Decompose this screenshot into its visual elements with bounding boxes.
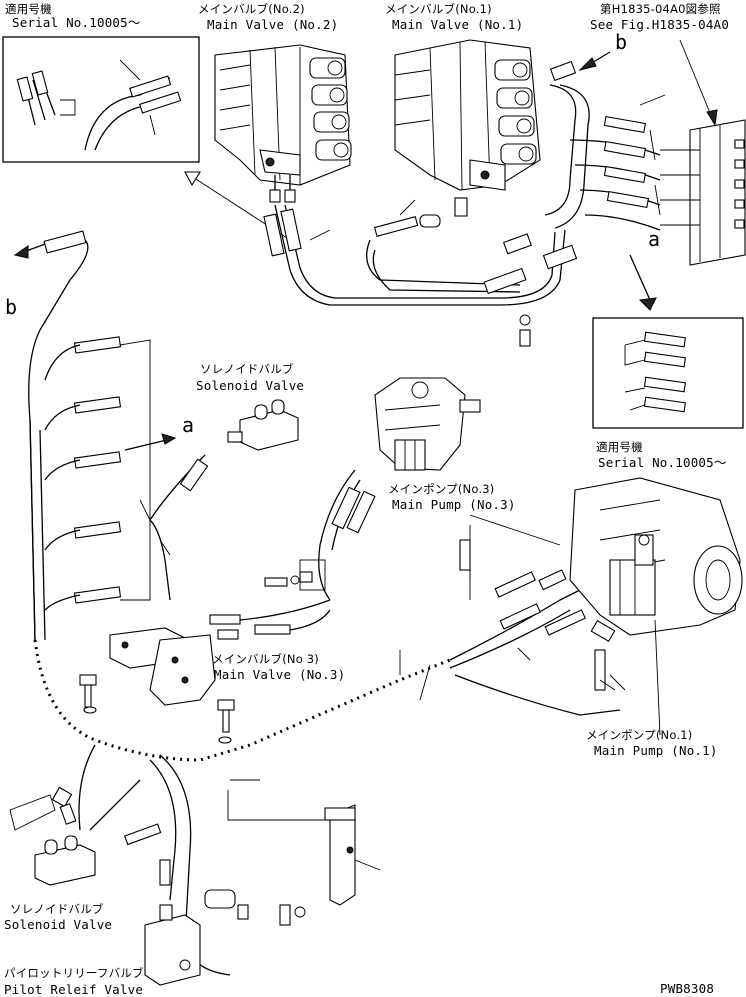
main-valve-no2-label-en: Main Valve (No.2) bbox=[207, 17, 339, 32]
solenoid-valve-bottom-label-jp: ソレノイドバルブ bbox=[10, 902, 104, 916]
solenoid-valve-top-label-en: Solenoid Valve bbox=[196, 378, 305, 393]
bracket-bottom-right bbox=[324, 804, 356, 906]
main-pump-no1-label-en: Main Pump (No.1) bbox=[594, 743, 718, 758]
inset-box-top-left bbox=[2, 36, 200, 163]
inset-box-right bbox=[592, 317, 744, 429]
callout-a-right: a bbox=[648, 227, 661, 251]
main-valve-no2-body bbox=[214, 44, 352, 203]
solenoid-valve-bottom-label-en: Solenoid Valve bbox=[4, 917, 113, 932]
main-pump-no3-body bbox=[374, 377, 481, 471]
pilot-relief-valve-body bbox=[144, 904, 201, 986]
pilot-relief-valve-label-jp: パイロットリリーフバルブ bbox=[4, 966, 144, 980]
see-fig-label-jp: 第H1835-04A0図参照 bbox=[600, 2, 721, 16]
manifold-block-right bbox=[660, 119, 746, 266]
hose-clamps-top bbox=[483, 233, 578, 295]
main-valve-no1-label-en: Main Valve (No.1) bbox=[392, 17, 524, 32]
callout-b-top: b bbox=[615, 30, 628, 54]
main-pump-no1-body bbox=[569, 477, 743, 636]
inset-right-label-jp: 適用号機 bbox=[596, 440, 643, 454]
inset-top-left-label-jp: 適用号機 bbox=[5, 2, 52, 16]
solenoid-valve-bottom-body bbox=[34, 835, 96, 886]
main-valve-no3-label-en: Main Valve (No.3) bbox=[214, 667, 346, 682]
main-valve-no3-label-jp: メインバルブ(No 3) bbox=[212, 652, 319, 666]
main-valve-no1-body bbox=[394, 39, 541, 191]
main-valve-no1-label-jp: メインバルブ(No.1) bbox=[385, 2, 492, 16]
see-fig-label-en: See Fig.H1835-04A0 bbox=[590, 17, 730, 32]
main-valve-no2-label-jp: メインバルブ(No.2) bbox=[198, 2, 305, 16]
callout-a-top: a bbox=[182, 413, 195, 437]
main-pump-no3-label-jp: メインポンプ(No.3) bbox=[388, 482, 495, 496]
hose-stack-left bbox=[29, 336, 151, 641]
main-valve-no3-body bbox=[109, 627, 216, 706]
pilot-relief-valve-label-en: Pilot Releif Valve bbox=[4, 982, 144, 997]
inset-right-serial: Serial No.10005～ bbox=[598, 455, 727, 470]
main-pump-no3-label-en: Main Pump (No.3) bbox=[392, 497, 516, 512]
callout-b-left: b bbox=[5, 295, 18, 319]
solenoid-valve-top-label-jp: ソレノイドバルブ bbox=[200, 362, 294, 376]
drawing-code: PWB8308 bbox=[660, 981, 715, 996]
main-pump-no1-label-jp: メインポンプ(No.1) bbox=[586, 728, 693, 742]
solenoid-valve-top-body bbox=[227, 399, 299, 451]
leader-lines bbox=[230, 555, 616, 871]
inset-top-left-serial: Serial No.10005～ bbox=[12, 15, 141, 30]
